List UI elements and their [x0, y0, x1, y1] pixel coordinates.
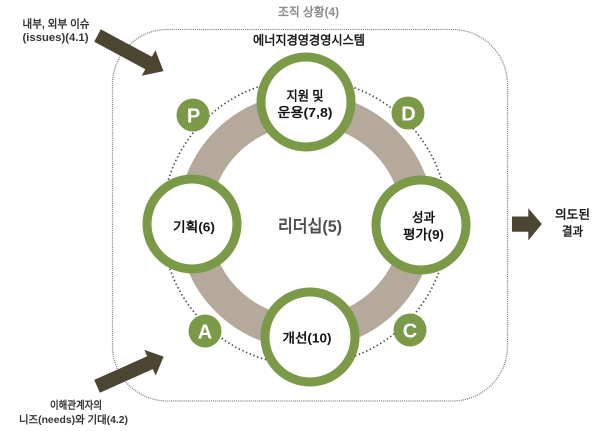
pdca-badge-circle	[188, 314, 222, 348]
process-node-ring	[256, 52, 356, 152]
leadership-label: 리더십(5)	[278, 217, 342, 236]
process-node-label-line: 성과	[412, 210, 435, 225]
process-node-planning: 기획(6)	[142, 174, 242, 274]
process-node-ring	[142, 174, 242, 274]
issues-input-label-line: 내부, 외부 이슈	[23, 17, 90, 31]
organization-context-label: 조직 상황(4)	[278, 4, 339, 19]
pdca-badge-do: D	[391, 96, 425, 130]
pdca-badge-circle	[176, 98, 210, 132]
intended-results-arrow	[512, 208, 542, 241]
pdca-badge-check: C	[393, 313, 427, 347]
pdca-badge-plan: P	[176, 98, 210, 132]
needs-input-label-line: 이해관계자의	[50, 399, 102, 412]
intended-results-label: 의도된 결과	[555, 207, 590, 239]
issues-input-arrow	[94, 29, 164, 76]
process-node-label-line: 운용(7,8)	[278, 105, 333, 120]
needs-input-label-line: 니즈(needs)와 기대(4.2)	[19, 413, 128, 426]
organization-context-boundary	[111, 28, 509, 402]
process-node-label-line: 기획(6)	[173, 220, 215, 235]
process-node-improvement: 개선(10)	[260, 287, 360, 387]
pdca-badge-letter: D	[401, 104, 415, 126]
intended-results-label-line: 결과	[562, 224, 583, 239]
pdca-badge-letter: C	[403, 321, 417, 343]
issues-input-label: 내부, 외부 이슈 (issues)(4.1)	[23, 17, 90, 45]
process-node-label-line: 평가(9)	[403, 227, 444, 242]
process-node-label-line: 개선(10)	[283, 331, 332, 346]
needs-input-arrow	[94, 349, 164, 393]
pdca-badge-circle	[393, 313, 427, 347]
process-node-label-line: 지원 및	[287, 89, 324, 104]
system-title: 에너지경영경영시스템	[253, 33, 365, 48]
process-node-ring	[371, 175, 471, 275]
pdca-badge-act: A	[188, 314, 222, 348]
pdca-badge-circle	[391, 96, 425, 130]
process-node-ring	[260, 287, 360, 387]
process-node-performance-evaluation: 성과 평가(9)	[371, 175, 471, 275]
pdca-badge-letter: A	[198, 322, 212, 344]
process-node-support-operation: 지원 및 운용(7,8)	[256, 52, 356, 152]
issues-input-label-line: (issues)(4.1)	[23, 32, 89, 44]
needs-input-label: 이해관계자의 니즈(needs)와 기대(4.2)	[19, 399, 128, 427]
pdca-badge-letter: P	[187, 106, 200, 128]
intended-results-label-line: 의도된	[555, 207, 590, 222]
